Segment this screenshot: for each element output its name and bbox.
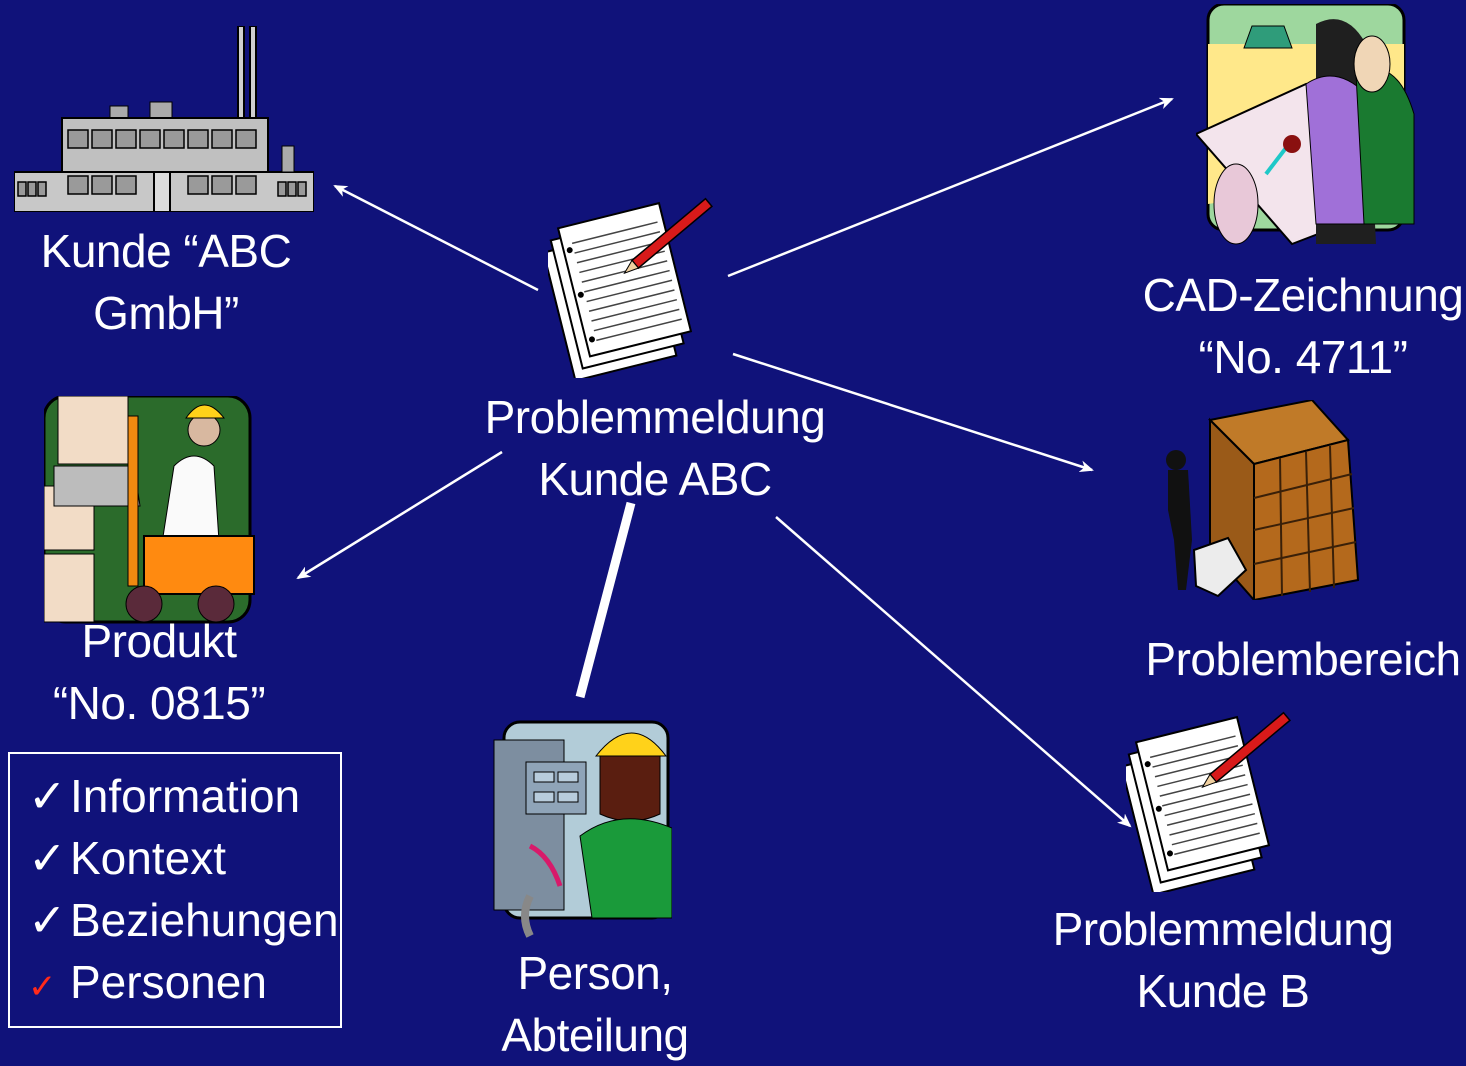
person-label-line2: Abteilung xyxy=(501,1009,689,1061)
factory-icon xyxy=(14,26,314,212)
customer-label-line2: GmbH” xyxy=(93,287,239,339)
product-label-line2: “No. 0815” xyxy=(52,677,266,729)
checklist-item-label: Information xyxy=(70,770,301,822)
arrow-to-customer xyxy=(333,184,539,292)
product-label-line1: Produkt xyxy=(81,615,237,667)
other-document-icon xyxy=(1126,711,1291,892)
checkmark-icon: ✓ xyxy=(28,770,67,822)
electrician-icon xyxy=(493,720,672,938)
cad-label-line2: “No. 4711” xyxy=(1198,331,1408,383)
arrow-to-other-report xyxy=(775,516,1132,828)
checklist-item: ✓Kontext xyxy=(28,828,226,888)
checkmark-icon-accent: ✓ xyxy=(28,968,57,1006)
checklist-item: ✓ Personen xyxy=(28,952,267,1017)
center-label: Problemmeldung Kunde ABC xyxy=(470,386,840,510)
cad-label-line1: CAD-Zeichnung xyxy=(1142,269,1464,321)
link-to-person xyxy=(575,501,636,699)
problem-area-label: Problembereich xyxy=(1140,628,1466,690)
drafting-icon xyxy=(1196,4,1415,246)
center-label-line1: Problemmeldung xyxy=(484,391,826,443)
checklist-item-label: Personen xyxy=(70,956,267,1008)
checklist-box: ✓Information ✓Kontext ✓Beziehungen ✓Pers… xyxy=(8,752,342,1028)
forklift-worker-icon xyxy=(44,396,255,624)
checklist-item-label: Kontext xyxy=(70,832,226,884)
person-label: Person, Abteilung xyxy=(470,942,720,1066)
customer-label-line1: Kunde “ABC xyxy=(40,225,292,277)
customer-label: Kunde “ABC GmbH” xyxy=(16,220,316,344)
checkmark-icon: ✓ xyxy=(28,894,67,946)
product-label: Produkt “No. 0815” xyxy=(24,610,294,734)
person-label-line1: Person, xyxy=(517,947,673,999)
other-report-label-line2: Kunde B xyxy=(1136,965,1310,1017)
other-report-label-line1: Problemmeldung xyxy=(1052,903,1394,955)
arrow-to-problem-area xyxy=(732,352,1094,473)
checklist-item-label: Beziehungen xyxy=(70,894,339,946)
filing-shelf-icon xyxy=(1166,400,1360,600)
checkmark-icon: ✓ xyxy=(28,832,67,884)
center-label-line2: Kunde ABC xyxy=(538,453,772,505)
checklist-item: ✓Information xyxy=(28,766,300,826)
arrow-to-cad xyxy=(727,97,1174,278)
problem-area-label-line1: Problembereich xyxy=(1145,633,1461,685)
cad-label: CAD-Zeichnung “No. 4711” xyxy=(1140,264,1466,388)
other-report-label: Problemmeldung Kunde B xyxy=(1040,898,1406,1022)
center-document-icon xyxy=(548,197,713,378)
checklist-item: ✓Beziehungen xyxy=(28,890,339,950)
arrow-to-product xyxy=(296,450,503,580)
